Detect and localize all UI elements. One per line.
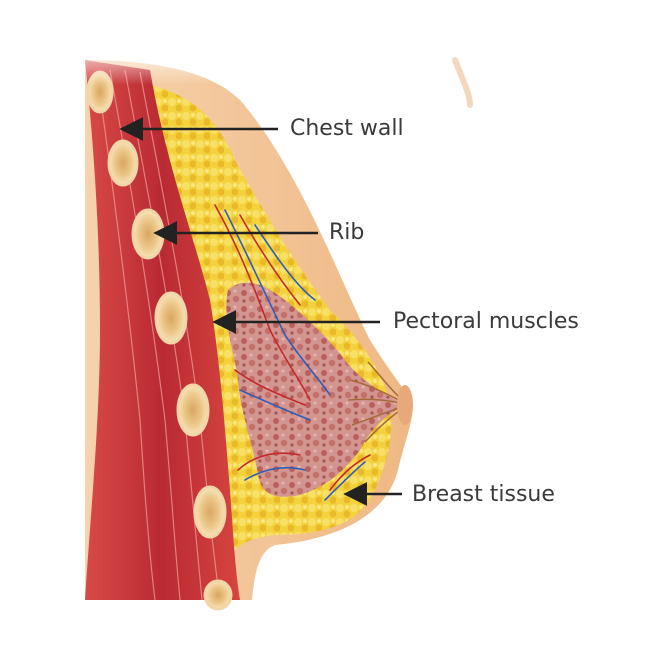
rib-label: Rib [329,220,365,245]
ribs [86,70,233,611]
nipple [397,385,413,425]
pointer-arrows [119,117,402,506]
shoulder-contour [452,57,473,108]
breast-tissue-label: Breast tissue [412,482,555,507]
glandular-tissue [226,282,405,497]
chest-wall-label: Chest wall [290,116,404,141]
pectoral-muscles-label: Pectoral muscles [393,309,579,334]
top-fade [60,40,320,85]
